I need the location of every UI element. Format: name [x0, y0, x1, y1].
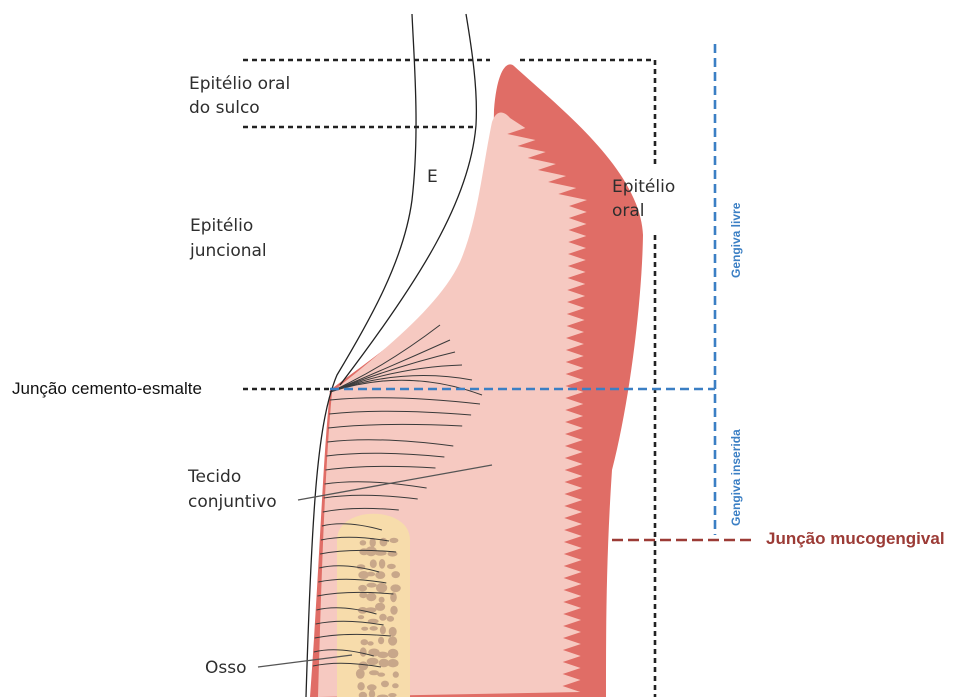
- label-epitelio-oral-sulco-line1: Epitélio oral: [189, 72, 290, 96]
- trabecula: [389, 627, 397, 637]
- trabecula: [376, 583, 387, 593]
- trabecula: [380, 538, 388, 547]
- trabecula: [357, 682, 364, 690]
- trabecula: [379, 614, 387, 621]
- trabecula: [360, 540, 367, 545]
- trabecula: [389, 538, 398, 543]
- label-epitelio-oral-line2: oral: [612, 199, 645, 223]
- label-epitelio-juncional-line1: Epitélio: [190, 214, 253, 238]
- trabecula: [380, 626, 386, 635]
- trabecula: [370, 626, 378, 631]
- label-osso: Osso: [205, 656, 247, 680]
- trabecula: [391, 571, 400, 578]
- trabecula: [387, 616, 394, 622]
- label-epitelio-juncional-line2: juncional: [190, 239, 267, 263]
- trabecula: [366, 593, 376, 601]
- label-gengiva-livre: Gengiva livre: [729, 203, 743, 278]
- trabecula: [392, 683, 399, 688]
- label-esmalte: E: [427, 165, 438, 189]
- label-gengiva-inserida: Gengiva inserida: [729, 429, 743, 526]
- trabecula: [377, 673, 385, 677]
- trabecula: [360, 647, 367, 656]
- trabecula: [387, 564, 396, 569]
- trabecula: [370, 559, 377, 568]
- trabecula: [356, 669, 365, 679]
- label-epitelio-oral-line1: Epitélio: [612, 175, 675, 199]
- trabecula: [375, 571, 385, 579]
- label-juncao-cemento-esmalte: Junção cemento-esmalte: [12, 377, 202, 401]
- trabecula: [358, 585, 367, 592]
- trabecula: [366, 583, 376, 588]
- trabecula: [367, 641, 373, 645]
- label-epitelio-oral-sulco-line2: do sulco: [189, 96, 260, 120]
- trabecula: [381, 681, 389, 688]
- trabecula: [367, 684, 377, 690]
- trabecula: [379, 559, 385, 569]
- trabecula: [366, 572, 375, 577]
- trabecula: [361, 627, 368, 631]
- trabecula: [388, 649, 399, 658]
- trabecula: [367, 658, 379, 665]
- trabecula: [393, 671, 399, 677]
- label-tecido-conjuntivo-line2: conjuntivo: [188, 490, 277, 514]
- trabecula: [387, 659, 398, 667]
- label-juncao-mucogengival: Junção mucogengival: [766, 527, 945, 551]
- trabecula: [365, 546, 377, 556]
- trabecula: [379, 597, 385, 603]
- trabecula: [378, 637, 384, 645]
- trabecula: [390, 606, 397, 615]
- trabecula: [390, 584, 400, 592]
- label-tecido-conjuntivo-line1: Tecido: [188, 465, 241, 489]
- trabecula: [377, 652, 388, 658]
- trabecula: [388, 636, 397, 645]
- trabecula: [361, 639, 369, 645]
- trabecula: [358, 615, 364, 619]
- trabecula: [375, 603, 385, 611]
